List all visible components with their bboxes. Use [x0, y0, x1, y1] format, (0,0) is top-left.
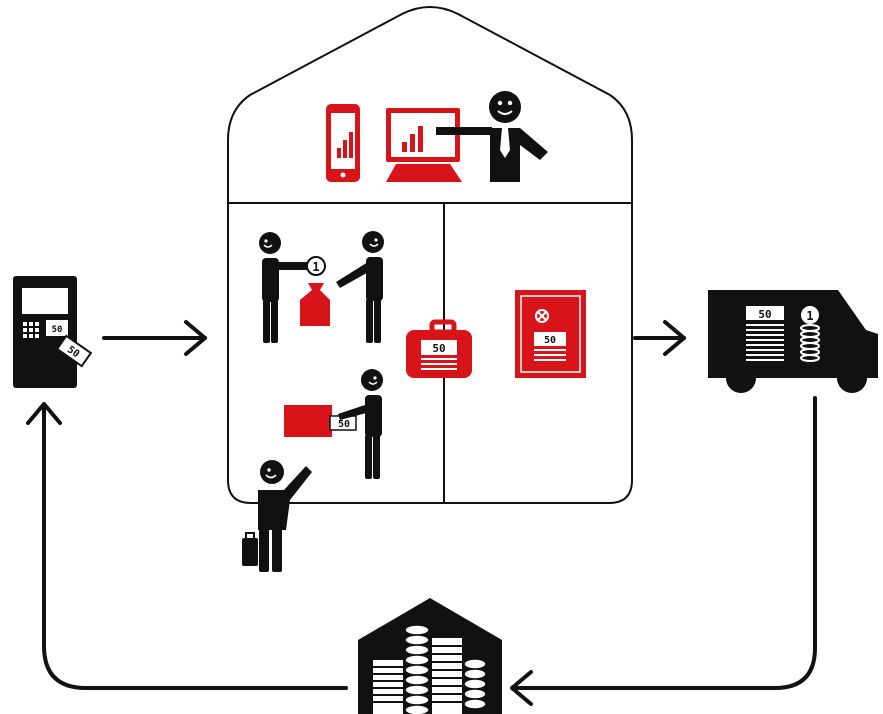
cash-register-icon: [284, 405, 332, 437]
arrow-atm-to-center: [102, 320, 207, 356]
businessman-icon: [242, 460, 312, 572]
monitor-chart-icon: [386, 108, 462, 182]
smartphone-chart-icon: [326, 104, 360, 182]
cash-box-note-value: 50: [432, 342, 445, 355]
safe-note-value: 50: [544, 335, 556, 346]
clerk-icon: [338, 369, 383, 479]
coin-icon: 1: [306, 256, 326, 276]
cash-box-icon: 50: [406, 319, 472, 378]
truck-coin-value: 1: [806, 309, 813, 323]
bank-vault-icon: [358, 598, 502, 714]
atm-icon: 50: [13, 276, 77, 388]
handover-note-value: 50: [338, 419, 350, 430]
cash-truck-icon: 50 1: [708, 290, 878, 393]
truck-note-value: 50: [758, 308, 771, 321]
atm-note-value: 50: [52, 325, 63, 335]
coin-bag-icon: [300, 283, 330, 326]
safe-icon: 50: [515, 290, 586, 378]
building-outline: [227, 6, 633, 504]
customer-icon: [336, 231, 384, 343]
presenter-icon: [436, 91, 548, 182]
arrow-center-to-truck: [633, 320, 686, 356]
cashier-icon: [259, 232, 310, 343]
coin-value: 1: [312, 260, 319, 274]
arrow-vault-to-atm: [26, 402, 348, 690]
arrow-truck-to-vault: [510, 396, 817, 706]
banknote-icon: 50: [55, 334, 93, 368]
